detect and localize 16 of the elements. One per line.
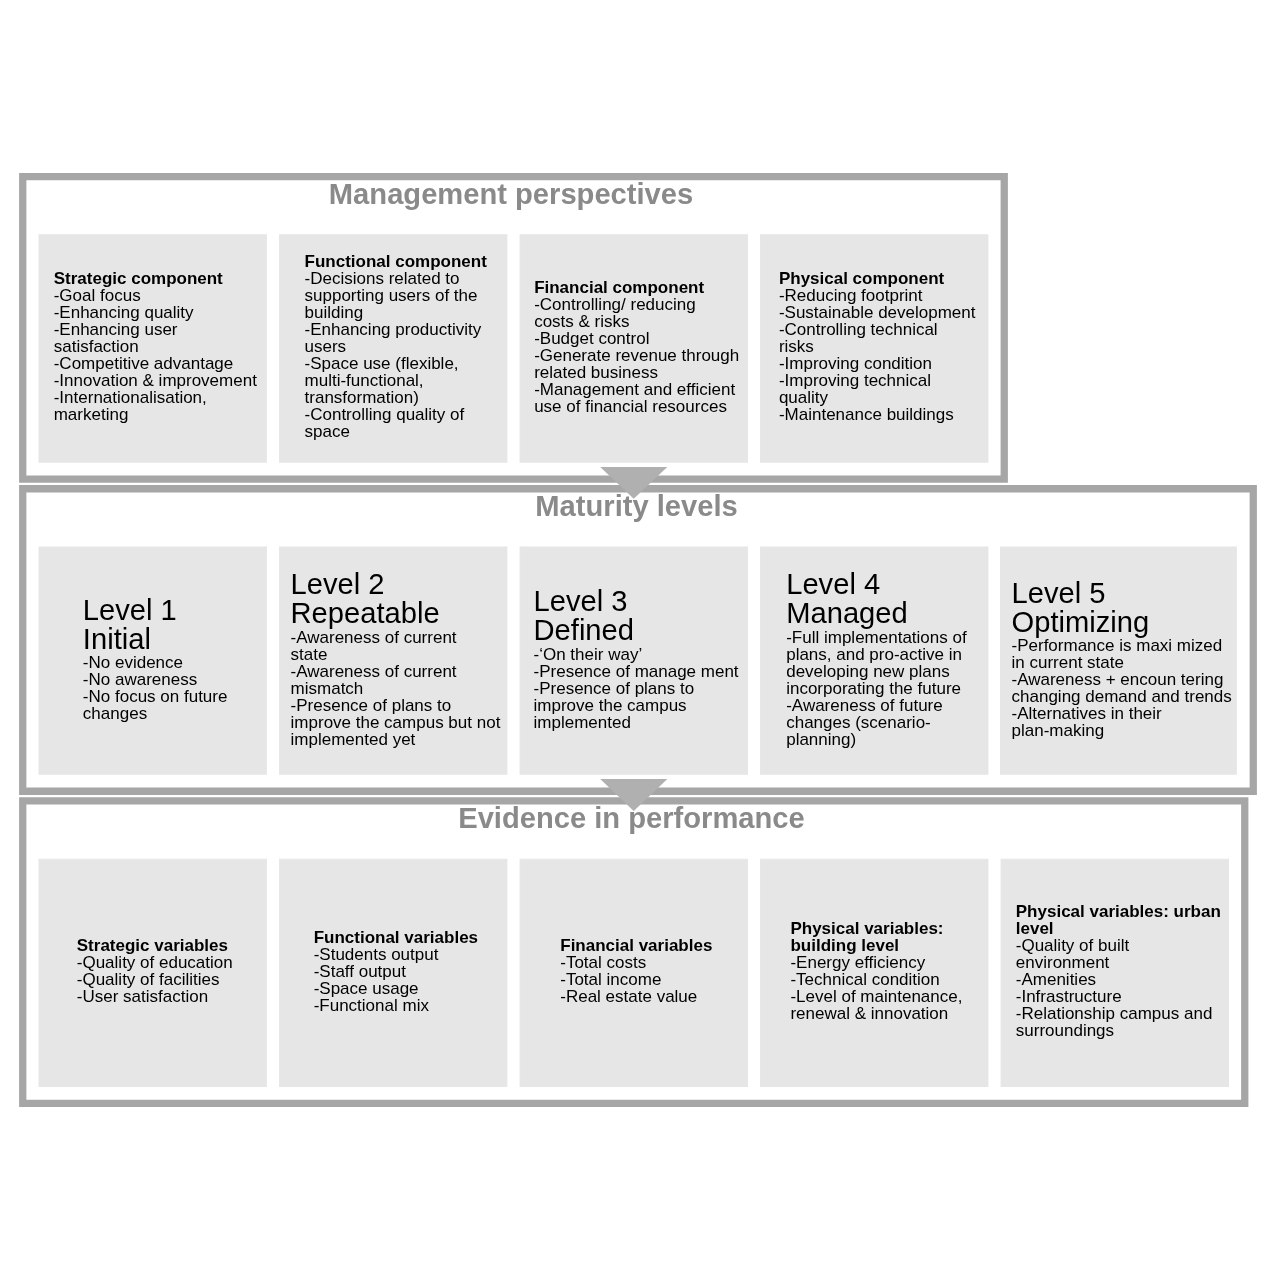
node-box: Level 2 Repeatable -Awareness of current state -Awareness of current mismatch -Presence of plans to improve the campus but not implemented yet [279,545,508,775]
node-box: Functional component -Decisions related to supporting users of the building -Enhancing productivity users -Space use (flexible, multi-functional, transformation) -Controlling quality of space [279,233,508,463]
node-box: Financial variables -Total costs -Total income -Real estate value [519,858,748,1087]
node-box: Financial component -Controlling/ reducing costs & risks -Budget control -Generate revenue through related business -Management and efficient use of financial resources [519,233,748,463]
node-box: Strategic component -Goal focus -Enhancing quality -Enhancing user satisfaction -Competitive advantage -Innovation & improvement -Internationalisation, marketing [38,233,267,463]
node-box: Level 3 Defined -‘On their way’ -Presence of manage ment -Presence of plans to improve the campus implemented [519,545,748,775]
node-box: Physical variables: building level -Energy efficiency -Technical condition -Level of maintenance, renewal & innovation [760,858,989,1087]
node-box: Functional variables -Students output -Staff output -Space usage -Functional mix [279,858,508,1087]
node-box: Level 5 Optimizing -Performance is maxi mized in current state -Awareness + encoun tering changing demand and trends -Alternatives in their plan-making [1000,545,1237,775]
node-box: Physical component -Reducing footprint -Sustainable development -Controlling technical risks -Improving condition -Improving technical quality -Maintenance buildings [760,233,989,463]
node-box: Level 4 Managed -Full implementations of plans, and pro-active in developing new plans incorporating the future -Awareness of future changes (scenario-planning) [760,545,989,775]
node-box: Strategic variables -Quality of education -Quality of facilities -User satisfaction [38,858,267,1087]
node-box: Physical variables: urban level -Quality of built environment -Amenities -Infrastructure -Relationship campus and surroundings [1000,858,1229,1087]
arrow [600,466,668,499]
arrow [600,778,668,811]
node-box: Level 1 Initial -No evidence -No awareness -No focus on future changes [38,545,267,775]
